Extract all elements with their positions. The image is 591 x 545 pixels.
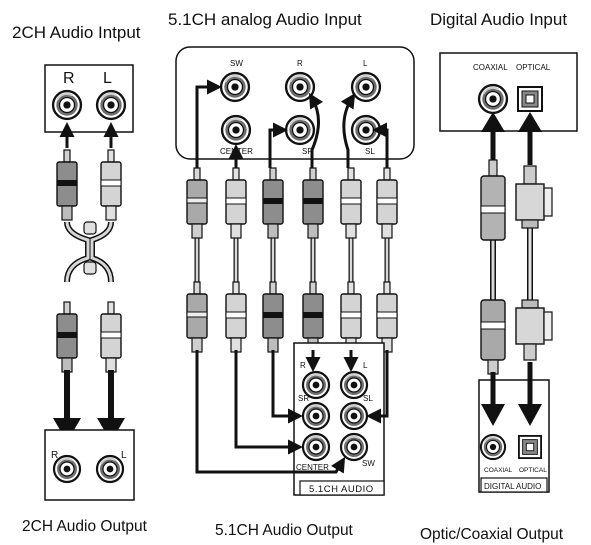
surround-plug-upper-r [302,167,324,239]
digital-coaxial-plug-lower [480,299,506,375]
surround-output-box-label: 5.1CH AUDIO [309,484,374,495]
surround-input-jack-r [284,71,316,103]
digital-optical-plug-upper [515,165,553,229]
surround-arrow-sw [195,79,222,168]
surround-plug-lower-sr [262,281,284,353]
digital-output-jack-optical [518,434,542,460]
surround-output-jack-sl [339,401,369,431]
surround-plug-lower-sl [376,281,398,353]
surround-plug-lower-r [302,281,324,353]
surround-output-label-l: L [363,361,368,370]
surround-input-label-sl: SL [365,147,375,156]
digital-output-box-label: DIGITAL AUDIO [484,482,541,491]
stereo-input-label-l: L [103,70,112,87]
stereo-output-label-l: L [121,450,127,461]
surround-output-label-center: CENTER [296,463,329,472]
stereo-output-jack-l [95,454,125,484]
surround-output-label-sr: SR [298,394,309,403]
surround-section: SW R L CENTER SR SL [175,46,415,496]
surround-out-arrow-sl [366,350,389,424]
digital-output-label-optical: OPTICAL [519,467,547,474]
digital-input-jack-coaxial [477,83,509,115]
digital-input-jack-optical [517,86,543,112]
digital-input-title: Digital Audio Input [430,10,567,29]
digital-section: COAXIAL OPTICAL [439,52,578,493]
surround-arrow-sr [268,122,288,168]
surround-plug-lower-sw [186,281,208,353]
digital-output-label-coaxial: COAXIAL [484,467,513,474]
surround-arrow-l [340,92,356,168]
stereo-output-caption: 2CH Audio Output [22,518,148,535]
surround-out-arrow-sr [271,350,303,424]
surround-output-jack-sr [301,401,331,431]
stereo-section: R L R L [44,64,135,501]
stereo-plug-upper-r [56,149,78,221]
surround-arrow-sl [372,122,389,168]
surround-out-arrow-sw [195,350,346,474]
stereo-input-jack-r [51,89,83,121]
surround-output-jack-sw [339,432,369,462]
surround-input-label-sr: SR [302,147,313,156]
stereo-plug-lower-l [100,301,122,373]
surround-output-label-r: R [300,361,306,370]
stereo-cable-splitter-bottom [83,261,97,275]
surround-arrow-r [308,92,324,168]
digital-output-box-label-frame [480,477,548,493]
stereo-input-jack-l [95,89,127,121]
surround-plug-lower-center [225,281,247,353]
surround-input-jack-l [350,71,382,103]
surround-output-caption: 5.1CH Audio Output [215,522,354,539]
surround-input-jack-sw [219,71,251,103]
surround-plug-upper-sw [186,167,208,239]
surround-plug-upper-sr [262,167,284,239]
surround-input-label-l: L [363,59,368,68]
digital-optical-plug-lower [515,299,553,361]
surround-output-jack-l [339,370,369,400]
stereo-plug-lower-r [56,301,78,373]
surround-input-title: 5.1CH analog Audio Input [168,10,362,29]
digital-input-panel [439,52,578,132]
surround-cables [194,230,390,282]
surround-input-jack-center [220,114,252,146]
stereo-input-title: 2CH Audio Intput [12,23,141,42]
surround-plug-upper-center [225,167,247,239]
surround-plug-upper-l [340,167,362,239]
stereo-input-label-r: R [63,70,75,87]
surround-input-label-sw: SW [230,59,243,68]
surround-output-jack-center [301,432,331,462]
surround-output-label-sl: SL [363,394,373,403]
stereo-cable-splitter-top [83,221,97,235]
digital-output-jack-coaxial [479,433,507,461]
digital-output-caption: Optic/Coaxial Output [420,526,564,543]
surround-out-arrow-center [234,350,303,455]
surround-input-label-r: R [297,59,303,68]
digital-coaxial-plug-upper [480,159,506,241]
surround-output-jack-r [301,370,331,400]
surround-input-jack-sl [350,114,382,146]
stereo-output-label-r: R [51,450,58,461]
surround-output-box-label-frame [299,480,385,496]
surround-plug-upper-sl [376,167,398,239]
surround-output-label-sw: SW [362,459,375,468]
surround-plug-lower-l [340,281,362,353]
digital-input-label-coaxial: COAXIAL [473,63,508,72]
stereo-output-jack-r [52,454,82,484]
digital-input-label-optical: OPTICAL [516,63,551,72]
stereo-plug-upper-l [100,149,122,221]
surround-input-jack-sr [284,114,316,146]
